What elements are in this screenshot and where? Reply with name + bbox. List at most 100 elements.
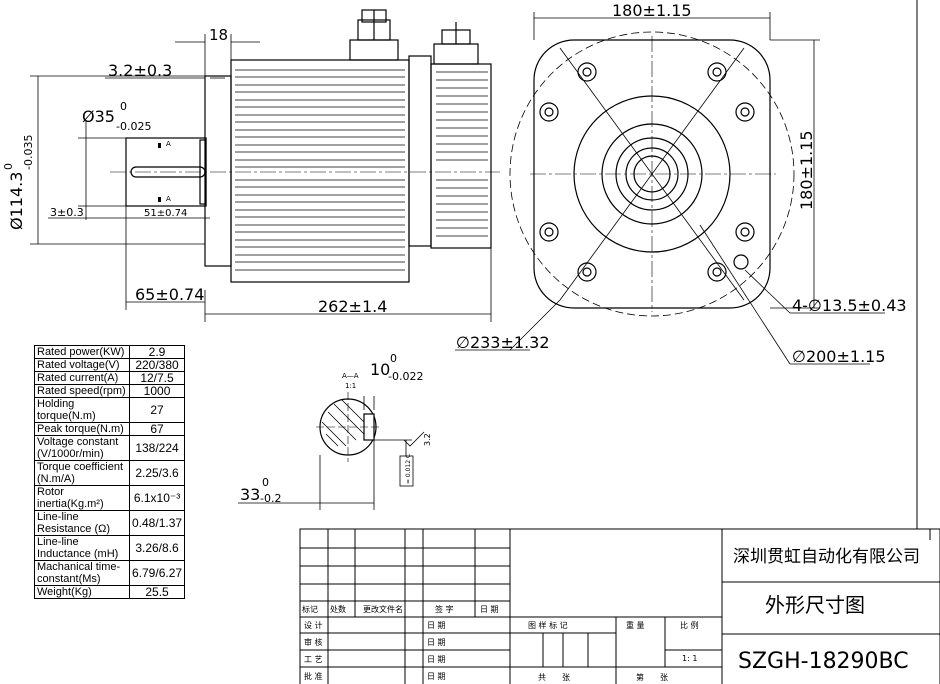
spec-label: Line-line Resistance (Ω): [34, 510, 130, 536]
title-block-grid: [299, 528, 940, 684]
sheet-number: 第 张: [636, 672, 668, 682]
dim-key-depth-lower: -0.2: [260, 492, 281, 505]
dim-shaft-dia: Ø35: [82, 107, 115, 126]
spec-row: Line-line Resistance (Ω)0.48/1.37: [34, 510, 186, 536]
dim-body-length: 262±1.4: [318, 297, 387, 316]
dim-key-width-lower: -0.022: [388, 370, 423, 383]
date-label-3: 日 期: [427, 655, 446, 664]
spec-value: 3.26/8.6: [128, 535, 186, 561]
date-label-1: 日 期: [427, 621, 446, 630]
dim-pilot-dia-upper: 0: [2, 163, 15, 170]
spec-value: 6.79/6.27: [128, 560, 186, 586]
dim-outer-circle: ∅233±1.32: [456, 333, 550, 352]
spec-label: Voltage constant (V/1000r/min): [34, 435, 130, 461]
spec-row: Rated voltage(V)220/380: [34, 358, 186, 372]
dim-pilot-dia: Ø114.3: [7, 172, 26, 230]
section-mark-top: A: [166, 140, 171, 148]
motor-body: [230, 59, 410, 283]
spec-row: Holding torque(N.m)27: [34, 397, 186, 423]
spec-row: Torque coefficient (N.m/A)2.25/3.6: [34, 460, 186, 486]
encoder-connector: [433, 22, 479, 65]
spec-value: 0.48/1.37: [128, 510, 186, 536]
dim-shaft-step: 3.2±0.3: [108, 61, 172, 80]
section-mark-bottom: A: [166, 195, 171, 203]
spec-value: 2.25/3.6: [128, 460, 186, 486]
spec-value: 12/7.5: [128, 371, 186, 385]
section-view: [238, 392, 425, 510]
spec-value: 2.9: [128, 345, 186, 359]
spec-label: Rated voltage(V): [34, 358, 130, 372]
outer-circle: [509, 31, 795, 317]
section-label: A—A: [342, 372, 359, 380]
dim-shaft-dia-lower: -0.025: [116, 120, 151, 133]
spec-row: Rated current(A)12/7.5: [34, 371, 186, 385]
dim-mount-holes: 4-∅13.5±0.43: [792, 296, 907, 315]
spec-row: Rated speed(rpm)1000: [34, 384, 186, 398]
spec-row: Weight(Kg)25.5: [34, 585, 186, 599]
dim-shaft-length: 65±0.74: [135, 285, 204, 304]
role-review: 审 核: [304, 637, 323, 647]
spec-label: Torque coefficient (N.m/A): [34, 460, 130, 486]
spec-row: Rotor inertia(Kg.m²)6.1x10⁻³: [34, 485, 186, 511]
scale-label: 比 例: [680, 620, 699, 630]
spec-row: Machanical time-constant(Ms)6.79/6.27: [34, 560, 186, 586]
dim-key-width: 10: [370, 360, 390, 379]
cooling-fins: [235, 69, 405, 271]
spec-value: 1000: [128, 384, 186, 398]
dim-shaft-dia-upper: 0: [120, 100, 127, 113]
role-approve: 批 准: [304, 671, 323, 681]
drawing-mark-label: 图 样 标 记: [528, 620, 568, 630]
section-scale: 1:1: [345, 382, 356, 390]
date-label-2: 日 期: [427, 638, 446, 647]
dim-key-depth: 33: [240, 485, 260, 504]
spec-label: Weight(Kg): [34, 585, 130, 599]
scale-value: 1: 1: [682, 654, 697, 663]
company-name: 深圳贯虹自动化有限公司: [733, 547, 920, 567]
dim-key-width-upper: 0: [390, 352, 397, 365]
rev-header-mark: 标记: [302, 604, 318, 614]
model-number: SZGH-18290BC: [738, 649, 909, 674]
dim-key-depth-upper: 0: [262, 476, 269, 489]
rev-header-sign: 签 字: [435, 604, 454, 614]
spec-label: Machanical time-constant(Ms): [34, 560, 130, 586]
drawing-title: 外形尺寸图: [765, 593, 865, 617]
spec-row: Voltage constant (V/1000r/min)138/224: [34, 435, 186, 461]
dim-pilot-dia-lower: -0.035: [22, 135, 35, 170]
dim-flange-width: 180±1.15: [612, 1, 692, 20]
dim-bolt-circle: ∅200±1.15: [792, 347, 886, 366]
spec-value: 67: [128, 422, 186, 436]
spec-label: Holding torque(N.m): [34, 397, 130, 423]
roughness-value: 3.2: [423, 433, 432, 446]
date-label-4: 日 期: [427, 672, 446, 681]
flange-plate: [204, 75, 232, 267]
spec-label: Peak torque(N.m): [34, 422, 130, 436]
role-process: 工 艺: [304, 655, 323, 664]
rev-header-date: 日 期: [480, 605, 499, 614]
spec-label: Line-line Inductance (mH): [34, 535, 130, 561]
spec-label: Rotor inertia(Kg.m²): [34, 485, 130, 511]
power-connector: [349, 9, 399, 61]
dim-flange-thickness: 18: [209, 26, 228, 44]
rev-header-count: 处数: [330, 604, 346, 614]
spec-value: 138/224: [128, 435, 186, 461]
role-design: 设 计: [304, 620, 323, 630]
rev-header-file: 更改文件名: [363, 604, 403, 614]
spec-value: 6.1x10⁻³: [128, 485, 186, 511]
weight-label: 重 量: [626, 620, 645, 630]
dim-flange-height: 180±1.15: [797, 130, 816, 210]
spec-value: 25.5: [128, 585, 186, 599]
spec-label: Rated power(KW): [34, 345, 130, 359]
tolerance-frame: = 0.012 C: [405, 454, 412, 484]
front-view: [455, 31, 885, 365]
spec-value: 220/380: [128, 358, 186, 372]
total-sheets: 共 张: [538, 673, 570, 682]
spec-label: Rated speed(rpm): [34, 384, 130, 398]
spec-row: Rated power(KW)2.9: [34, 345, 186, 359]
spec-value: 27: [128, 397, 186, 423]
dim-key-offset: 3±0.3: [50, 206, 84, 219]
spec-row: Line-line Inductance (mH)3.26/8.6: [34, 535, 186, 561]
spec-label: Rated current(A): [34, 371, 130, 385]
